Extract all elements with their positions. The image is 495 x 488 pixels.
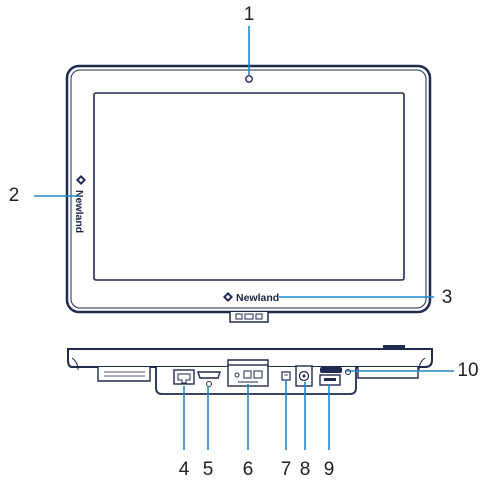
callout-label-3: 3 [441, 287, 453, 308]
front-view: Newland Newland [65, 64, 432, 323]
callout-label-6: 6 [242, 459, 254, 480]
usb-port-icon [281, 371, 291, 381]
usb-a-port-icon [319, 374, 341, 386]
security-slot-icon [320, 367, 351, 375]
side-brand-text: Newland [73, 190, 85, 233]
display-screen [93, 92, 405, 281]
front-camera-icon [245, 75, 253, 83]
leader-lines [34, 26, 454, 450]
callout-label-8: 8 [299, 459, 311, 480]
bottom-brand-text: Newland [236, 292, 279, 304]
hdmi-port-icon [197, 371, 221, 387]
callout-label-9: 9 [323, 459, 335, 480]
bottom-body-outline [67, 348, 433, 368]
bottom-brand-logo [223, 292, 233, 302]
callout-label-2: 2 [8, 185, 20, 206]
bottom-view [67, 345, 433, 395]
ethernet-port-icon [173, 369, 195, 385]
callout-label-10: 10 [457, 360, 479, 381]
callout-label-1: 1 [243, 4, 255, 25]
left-foot [97, 367, 151, 382]
dc-power-port-icon [295, 365, 313, 387]
right-foot [357, 367, 419, 379]
serial-port-icon [227, 364, 269, 387]
callout-label-5: 5 [202, 459, 214, 480]
bottom-top-tab [383, 345, 405, 349]
bottom-connector-tab [229, 312, 269, 323]
callout-label-7: 7 [280, 459, 292, 480]
callout-label-4: 4 [178, 459, 190, 480]
side-brand-logo [76, 175, 86, 185]
